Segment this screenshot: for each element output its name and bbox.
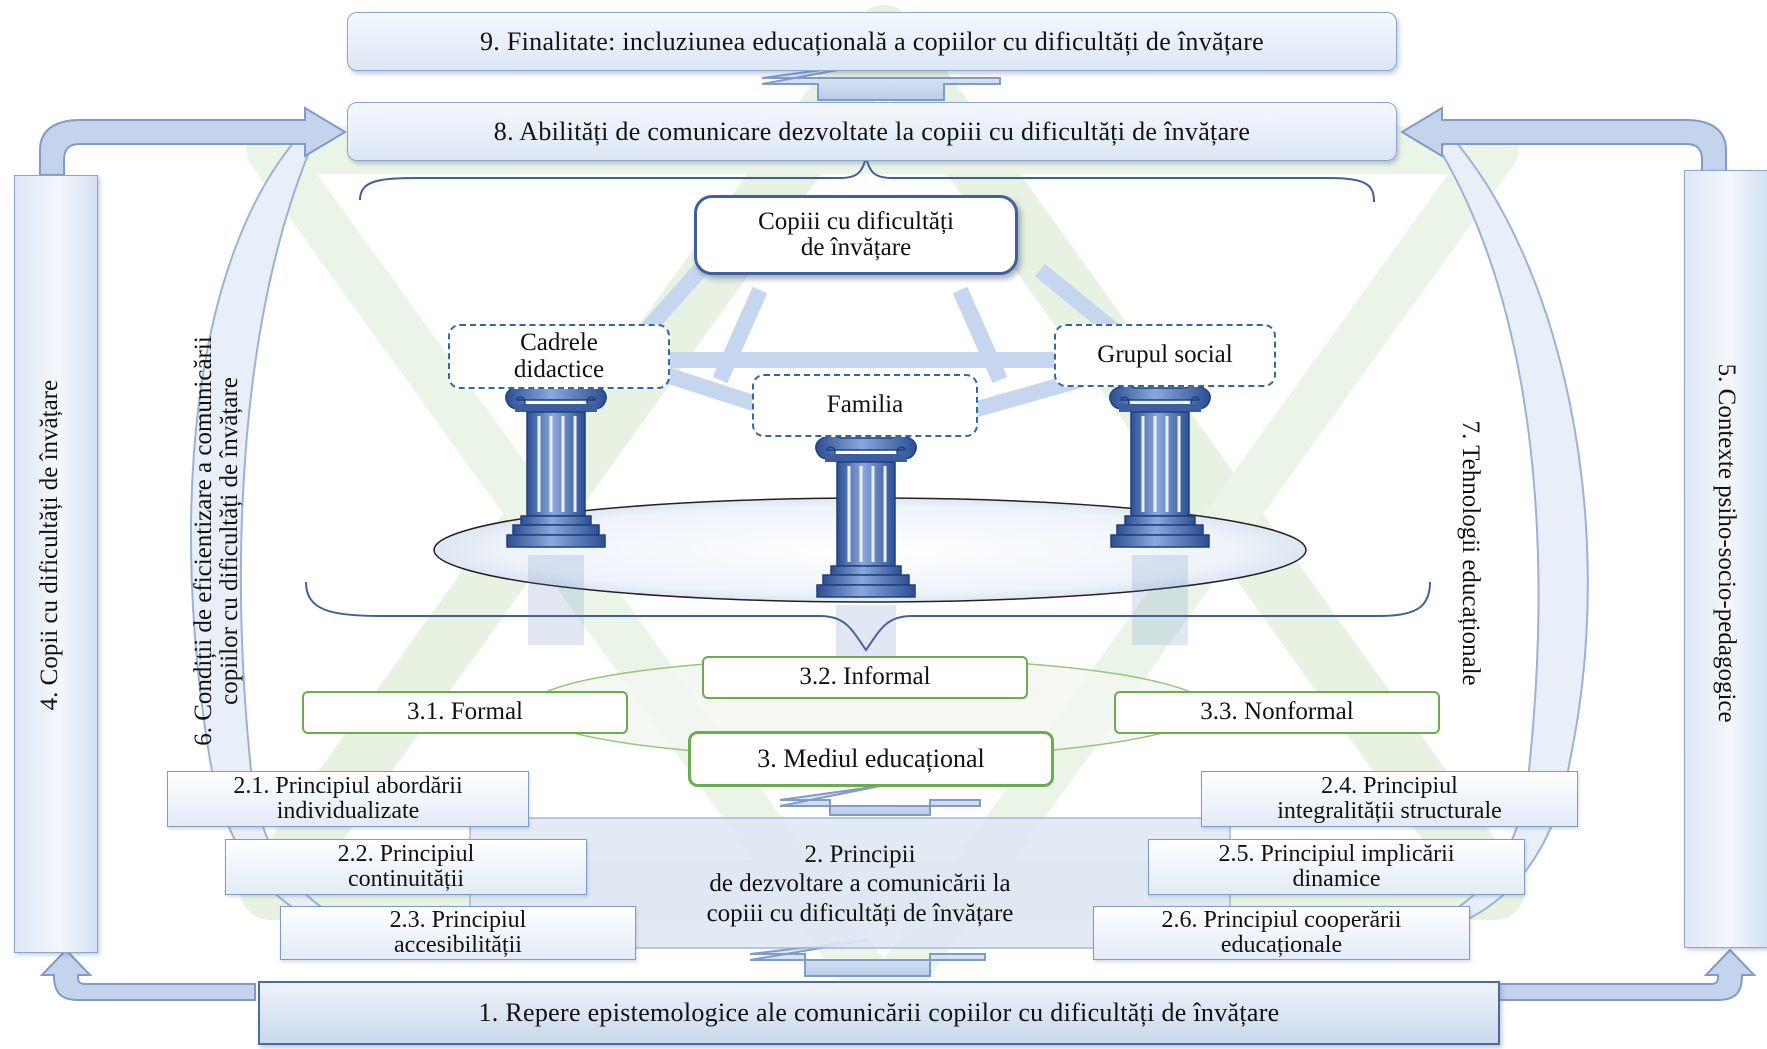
label-contexts: 5. Contexte psiho-socio-pedagogice	[1713, 363, 1741, 723]
box-nonformal: 3.3. Nonformal	[1114, 691, 1440, 734]
label-children-difficulties: 4. Copii cu dificultăți de învățare	[35, 379, 63, 711]
curly-brace-icon	[305, 581, 1431, 652]
box-principle-2-1: 2.1. Principiul abordării individualizat…	[167, 771, 529, 827]
label-principles-center: 2. Principii de dezvoltare a comunicării…	[706, 840, 1014, 927]
box-social-group: Grupul social	[1054, 324, 1276, 387]
box-family: Familia	[752, 374, 978, 437]
arrow-up-icon	[761, 61, 1001, 101]
box-formal: 3.1. Formal	[302, 691, 628, 734]
box-principle-2-3: 2.3. Principiul accesibilității	[280, 906, 636, 960]
box-principle-2-4: 2.4. Principiul integralității structura…	[1201, 771, 1578, 827]
sidebar-children	[14, 175, 98, 953]
box-informal: 3.2. Informal	[702, 656, 1028, 699]
box-principle-2-2: 2.2. Principiul continuității	[225, 839, 587, 895]
box-finality: 9. Finalitate: incluziunea educațională …	[347, 12, 1397, 71]
sidebar-contexts	[1684, 170, 1767, 948]
box-principle-2-6: 2.6. Principiul cooperării educaționale	[1093, 906, 1470, 960]
box-educational-environment: 3. Mediul educațional	[688, 731, 1054, 787]
box-children-root: Copiii cu dificultăți de învățare	[694, 195, 1018, 275]
box-teachers: Cadrele didactice	[448, 324, 670, 389]
box-communication-abilities: 8. Abilități de comunicare dezvoltate la…	[347, 102, 1397, 161]
arrow-up-icon	[779, 785, 981, 816]
box-epistemological-landmarks: 1. Repere epistemologice ale comunicării…	[258, 981, 1500, 1045]
box-principle-2-5: 2.5. Principiul implicării dinamice	[1148, 839, 1525, 895]
label-technologies: 7. Tehnologii educaționale	[1457, 420, 1485, 686]
